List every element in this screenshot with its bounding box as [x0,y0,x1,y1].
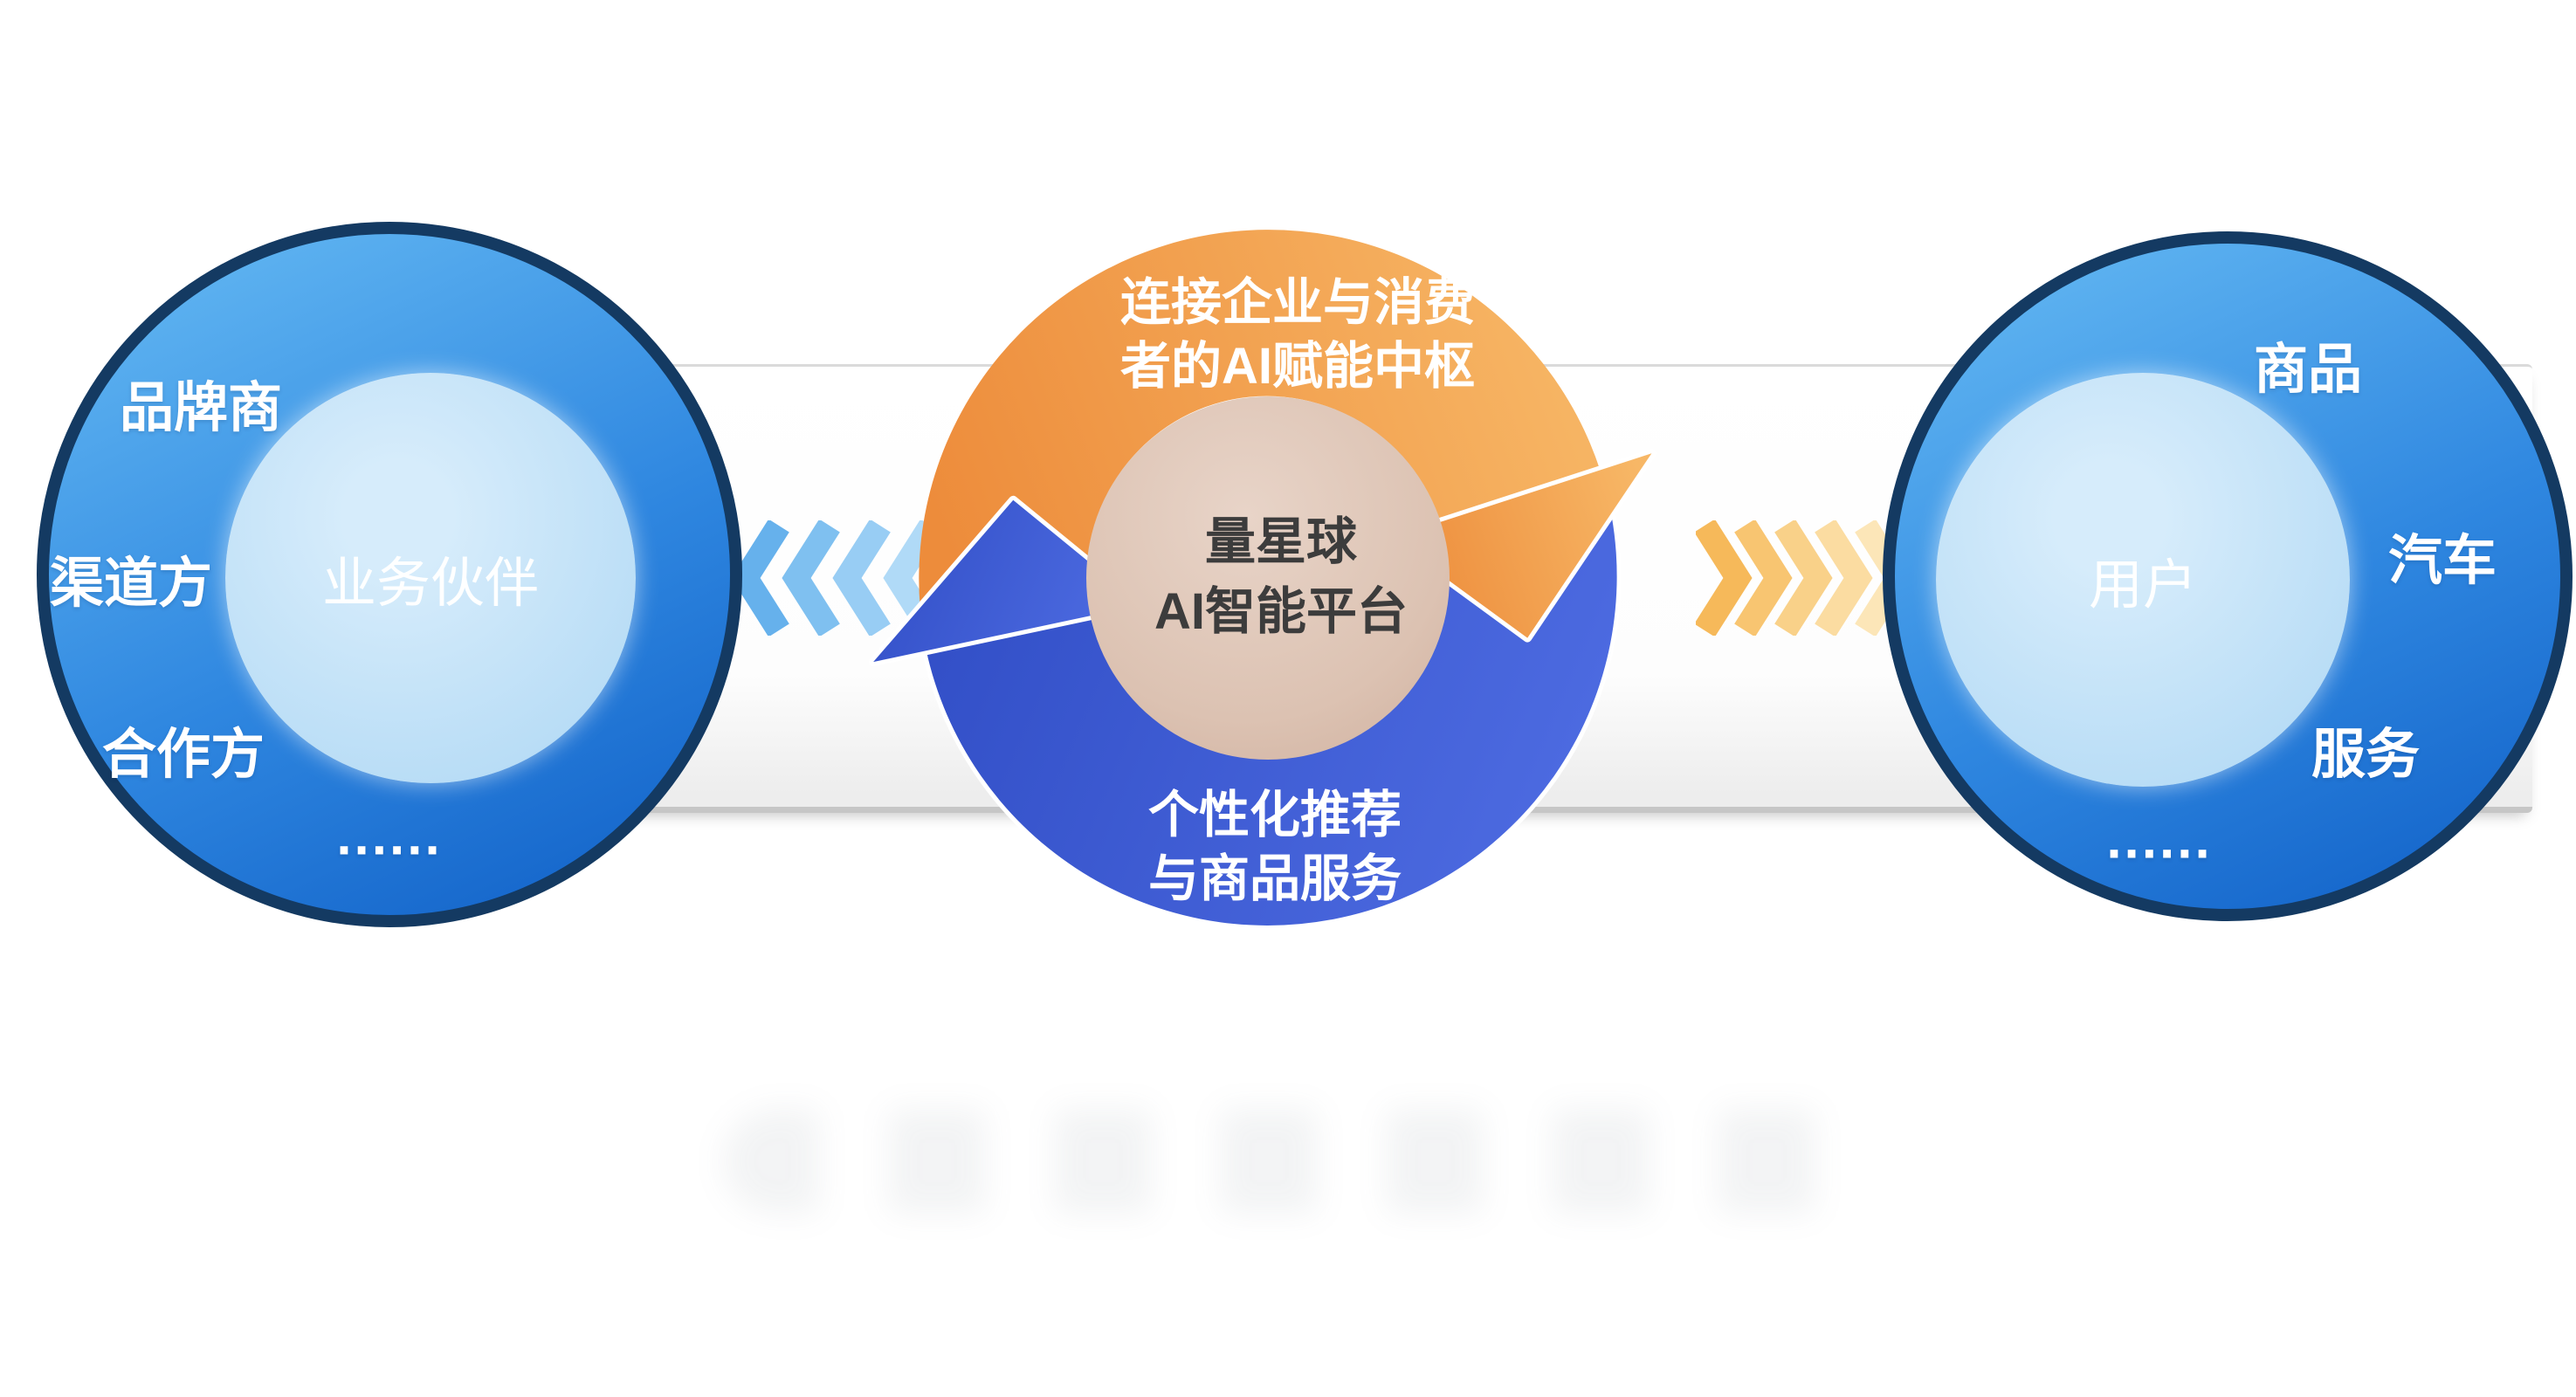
hub-top-caption-line2: 者的AI赋能中枢 [1119,338,1476,395]
hub-orange-arc [919,230,1601,675]
hub-core-circle [1086,396,1450,760]
label-left-ellipsis: ...... [336,806,443,867]
label-partner-party: 合作方 [101,725,265,785]
hub-bottom-caption-line2: 与商品服务 [1147,850,1402,907]
hub-core-title-line1: 量星球 [1204,513,1358,570]
hub-core-title-line2: AI智能平台 [1154,583,1409,640]
label-goods: 商品 [2253,340,2363,400]
hub-blue-arrowhead-icon [869,495,1147,667]
partners-inner-circle [225,373,636,783]
hub-top-caption: 连接企业与消费 者的AI赋能中枢 [1120,271,1475,398]
faint-watermark [723,1109,1858,1214]
label-right-ellipsis: ...... [2106,809,2213,871]
ai-hub-cycle [869,230,1656,930]
label-business-partners: 业务伙伴 [321,554,540,614]
users-inner-circle [1936,373,2350,787]
hub-orange-arrowhead-icon [1386,449,1656,643]
hub-top-caption-line1: 连接企业与消费 [1119,273,1476,331]
hub-core-title: 量星球 AI智能平台 [1154,507,1408,647]
hub-bottom-caption-line1: 个性化推荐 [1147,786,1402,843]
hub-bottom-caption: 个性化推荐 与商品服务 [1148,783,1402,911]
label-services: 服务 [2311,725,2421,785]
label-channel-party: 渠道方 [49,554,213,614]
label-brand-merchant: 品牌商 [119,378,283,438]
label-cars: 汽车 [2387,531,2497,591]
label-users: 用户 [2088,555,2198,616]
